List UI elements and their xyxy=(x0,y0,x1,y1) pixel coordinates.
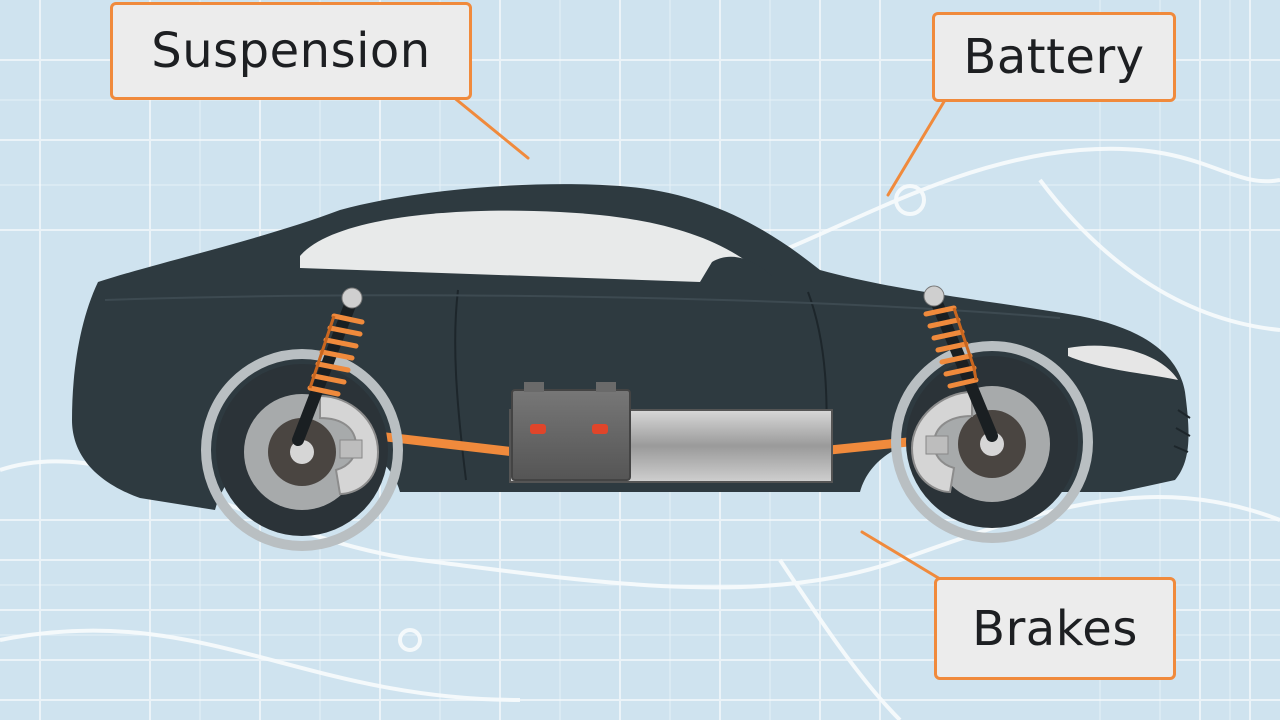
battery-indicator-light-1 xyxy=(530,424,546,434)
brakes-leader-line xyxy=(860,530,952,587)
suspension-leader-line xyxy=(450,94,530,160)
headlight xyxy=(1068,345,1178,380)
suspension-callout: Suspension xyxy=(110,2,472,100)
rear-brake-caliper xyxy=(319,394,380,496)
rear-suspension-spring xyxy=(292,287,365,446)
battery-icon xyxy=(511,389,631,481)
suspension-label: Suspension xyxy=(151,23,431,79)
battery-leader-line xyxy=(886,98,947,197)
callout-leader-lines xyxy=(450,94,952,587)
brakes-callout: Brakes xyxy=(934,577,1176,680)
brakes-label: Brakes xyxy=(972,600,1138,657)
front-brake-caliper xyxy=(910,390,973,494)
front-suspension-spring xyxy=(923,285,998,442)
battery-pack xyxy=(509,382,833,483)
battery-callout: Battery xyxy=(932,12,1176,102)
battery-indicator-light-2 xyxy=(592,424,608,434)
side-window xyxy=(300,210,745,282)
battery-label: Battery xyxy=(963,29,1145,85)
